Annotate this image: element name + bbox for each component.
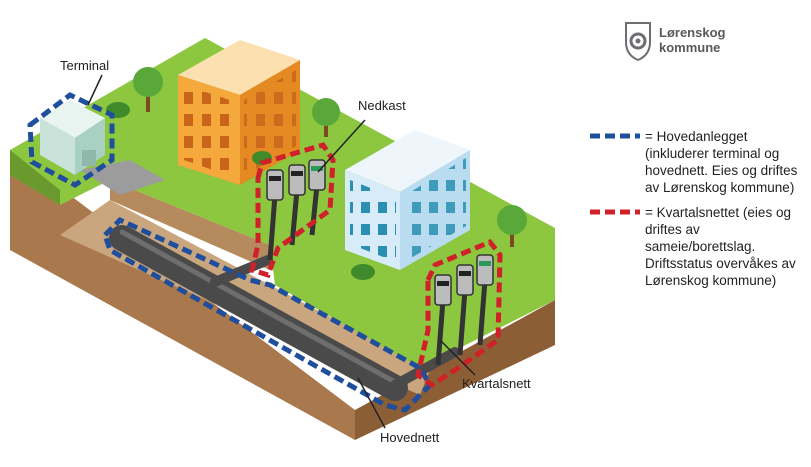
hovednett-outline xyxy=(102,216,434,413)
excavation-side xyxy=(110,180,270,270)
grass-edge xyxy=(10,150,60,205)
logo-name-line2: kommune xyxy=(659,40,721,55)
kvartalsnett-leader xyxy=(439,339,476,376)
label-kvartalsnett: Kvartalsnett xyxy=(462,376,531,391)
bush-3 xyxy=(351,264,375,280)
nedkast-leader xyxy=(317,119,366,173)
blue-building xyxy=(345,130,470,270)
tree-3 xyxy=(497,205,527,247)
hovednett-leader xyxy=(357,377,386,429)
label-terminal: Terminal xyxy=(60,58,109,73)
legend-blue-text: = Hovedanlegget (inkluderer terminal og … xyxy=(645,129,798,195)
terminal-leader xyxy=(87,74,103,106)
grass-top xyxy=(10,38,555,368)
kvartalsnett-outline-2 xyxy=(415,238,503,389)
nedkast-group-1 xyxy=(266,159,326,261)
hovednett-pipe xyxy=(109,225,408,401)
hovednett-pipe-highlight xyxy=(119,229,398,385)
label-hovednett: Hovednett xyxy=(380,430,440,445)
gear-shield-icon xyxy=(625,22,651,62)
legend-red-text: = Kvartalsnettet (eies og driftes av sam… xyxy=(645,205,796,288)
logo-name-line1: Lørenskog xyxy=(659,25,726,40)
tree-2 xyxy=(312,98,340,137)
label-nedkast: Nedkast xyxy=(358,98,406,113)
terminal-outline xyxy=(27,92,115,188)
kvartalsnett-outline-1 xyxy=(249,142,336,279)
tree-1 xyxy=(133,67,163,112)
nedkast-group-2 xyxy=(434,254,494,366)
branch-pipe-2 xyxy=(390,347,460,390)
terminal-building xyxy=(40,100,105,175)
branch-pipe-1 xyxy=(210,255,273,287)
